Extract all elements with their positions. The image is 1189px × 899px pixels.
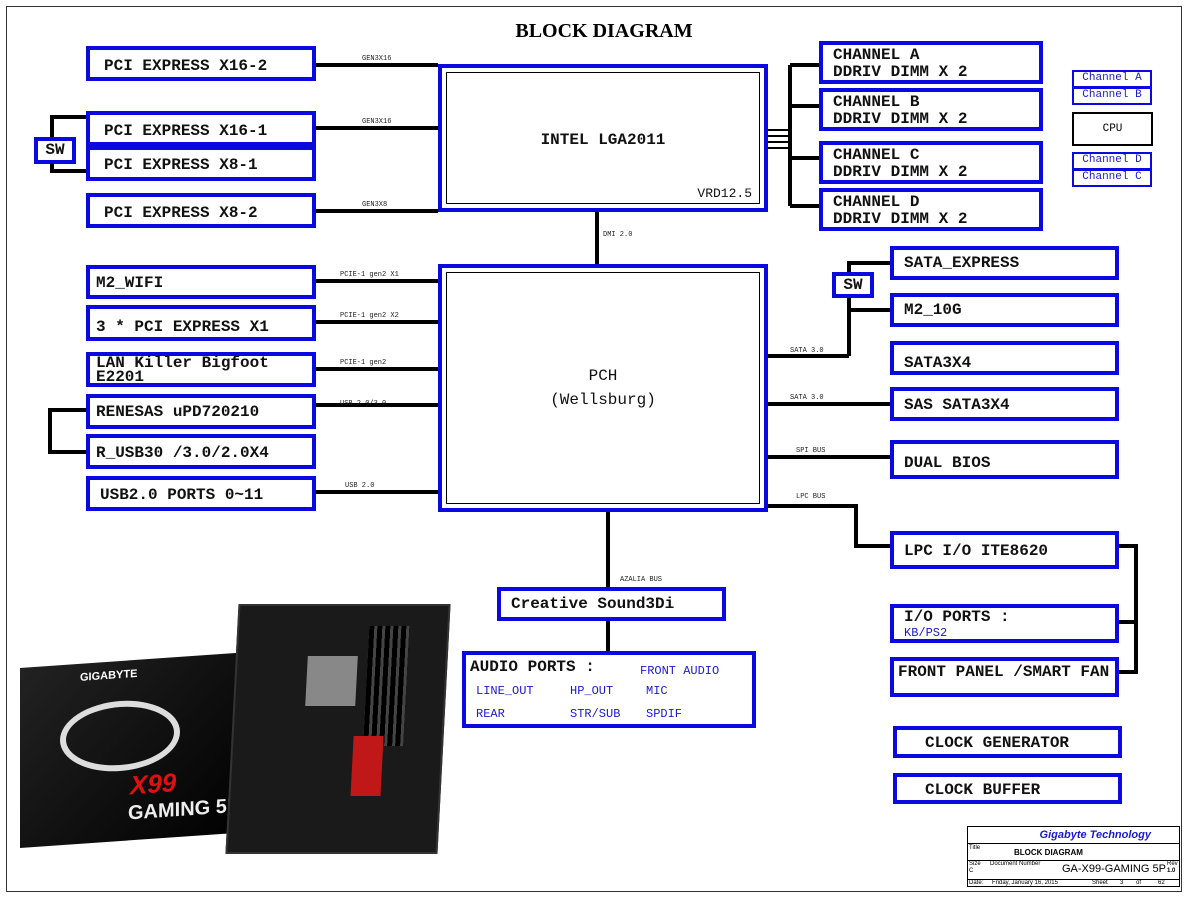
bus-label: USB 2.0/3.0 xyxy=(340,400,387,408)
audio-port: HP_OUT xyxy=(570,684,614,698)
channel-name: CHANNEL D xyxy=(833,193,920,211)
sata3x4-block: SATA3X4 xyxy=(890,341,1119,375)
bus-label: SPI BUS xyxy=(796,447,826,455)
lan-block: LAN Killer Bigfoot E2201 xyxy=(86,352,316,387)
cpu-name: INTEL LGA2011 xyxy=(540,131,666,149)
dimm-label: DDRIV DIMM X 2 xyxy=(833,210,968,228)
pcie-x16-2-block: PCI EXPRESS X16-2 xyxy=(86,46,316,81)
pch-block: PCH (Wellsburg) xyxy=(438,264,768,512)
cpu-block: INTEL LGA2011 VRD12.5 xyxy=(438,64,768,212)
title-block: Gigabyte Technology Title BLOCK DIAGRAM … xyxy=(967,826,1180,887)
pcie-x1-block: 3 * PCI EXPRESS X1 xyxy=(86,305,316,341)
audio-port: SPDIF xyxy=(646,707,683,721)
dimm-label: DDRIV DIMM X 2 xyxy=(833,163,968,181)
audio-port: REAR xyxy=(476,707,505,721)
io-ports-block: I/O PORTS :KB/PS2 xyxy=(890,604,1119,643)
bus-label: GEN3X16 xyxy=(362,55,392,63)
dimm-label: DDRIV DIMM X 2 xyxy=(833,110,968,128)
bus-label: SATA 3.0 xyxy=(790,347,824,355)
channel-name: CHANNEL A xyxy=(833,46,920,64)
io-ports-sub: KB/PS2 xyxy=(904,626,948,640)
m2-wifi-block: M2_WIFI xyxy=(86,265,316,299)
azalia-label: AZALIA BUS xyxy=(620,576,663,584)
clock-buffer-block: CLOCK BUFFER xyxy=(893,773,1122,804)
renesas-block: RENESAS uPD720210 xyxy=(86,394,316,429)
lpc-io-block: LPC I/O ITE8620 xyxy=(890,531,1119,569)
bus-label: PCIE-1 gen2 xyxy=(340,359,387,367)
product-box: GIGABYTE X99 GAMING 5P xyxy=(20,651,250,849)
audio-port: MIC xyxy=(646,684,668,698)
audio-port: LINE_OUT xyxy=(476,684,534,698)
pcie-switch: SW xyxy=(34,137,76,164)
pch-codename: (Wellsburg) xyxy=(550,391,656,409)
audio-ports-label: AUDIO PORTS : xyxy=(470,658,595,676)
front-panel-block: FRONT PANEL /SMART FAN xyxy=(890,657,1119,697)
legend-channel-d: Channel D xyxy=(1072,152,1152,170)
channel-name: CHANNEL C xyxy=(833,146,920,164)
page-title: BLOCK DIAGRAM xyxy=(515,20,693,42)
audio-port: STR/SUB xyxy=(570,707,621,721)
channel-name: CHANNEL B xyxy=(833,93,920,111)
m2-10g-block: M2_10G xyxy=(890,293,1119,327)
pcie-x8-2-block: PCI EXPRESS X8-2 xyxy=(86,193,316,228)
usb20-block: USB2.0 PORTS 0~11 xyxy=(86,476,316,511)
vrd-label: VRD12.5 xyxy=(697,186,752,201)
bus-label: SATA 3.0 xyxy=(790,394,824,402)
pcie-x16-1-block: PCI EXPRESS X16-1 xyxy=(86,111,316,146)
motherboard xyxy=(225,604,451,854)
dual-bios-block: DUAL BIOS xyxy=(890,440,1119,479)
io-ports-label: I/O PORTS : xyxy=(904,608,1010,626)
usb30-block: R_USB30 /3.0/2.0X4 xyxy=(86,434,316,469)
pcie-x8-1-block: PCI EXPRESS X8-1 xyxy=(86,146,316,181)
legend-channel-a: Channel A xyxy=(1072,70,1152,88)
bus-label: LPC BUS xyxy=(796,493,826,501)
dmi-label: DMI 2.0 xyxy=(603,231,633,239)
sata-switch: SW xyxy=(832,272,874,298)
sata-express-block: SATA_EXPRESS xyxy=(890,246,1119,280)
legend-channel-c: Channel C xyxy=(1072,169,1152,187)
bus-label: PCIE-1 gen2 X2 xyxy=(340,312,399,320)
creative-codec-block: Creative Sound3Di xyxy=(497,587,726,621)
product-image: GIGABYTE X99 GAMING 5P xyxy=(10,600,460,860)
dimm-label: DDRIV DIMM X 2 xyxy=(833,63,968,81)
audio-port: FRONT AUDIO xyxy=(640,664,720,678)
bus-label: PCIE-1 gen2 X1 xyxy=(340,271,399,279)
eye-logo xyxy=(60,696,180,776)
audio-ports-block: AUDIO PORTS : FRONT AUDIO LINE_OUT HP_OU… xyxy=(462,651,756,728)
bus-label: GEN3X8 xyxy=(362,201,388,209)
bus-label: GEN3X16 xyxy=(362,118,392,126)
clock-generator-block: CLOCK GENERATOR xyxy=(893,726,1122,758)
bus-label: USB 2.0 xyxy=(345,482,375,490)
legend-cpu: CPU xyxy=(1072,112,1153,146)
sas-sata-block: SAS SATA3X4 xyxy=(890,387,1119,421)
pch-name: PCH xyxy=(588,367,618,385)
legend-channel-b: Channel B xyxy=(1072,87,1152,105)
page-frame xyxy=(6,6,1182,892)
